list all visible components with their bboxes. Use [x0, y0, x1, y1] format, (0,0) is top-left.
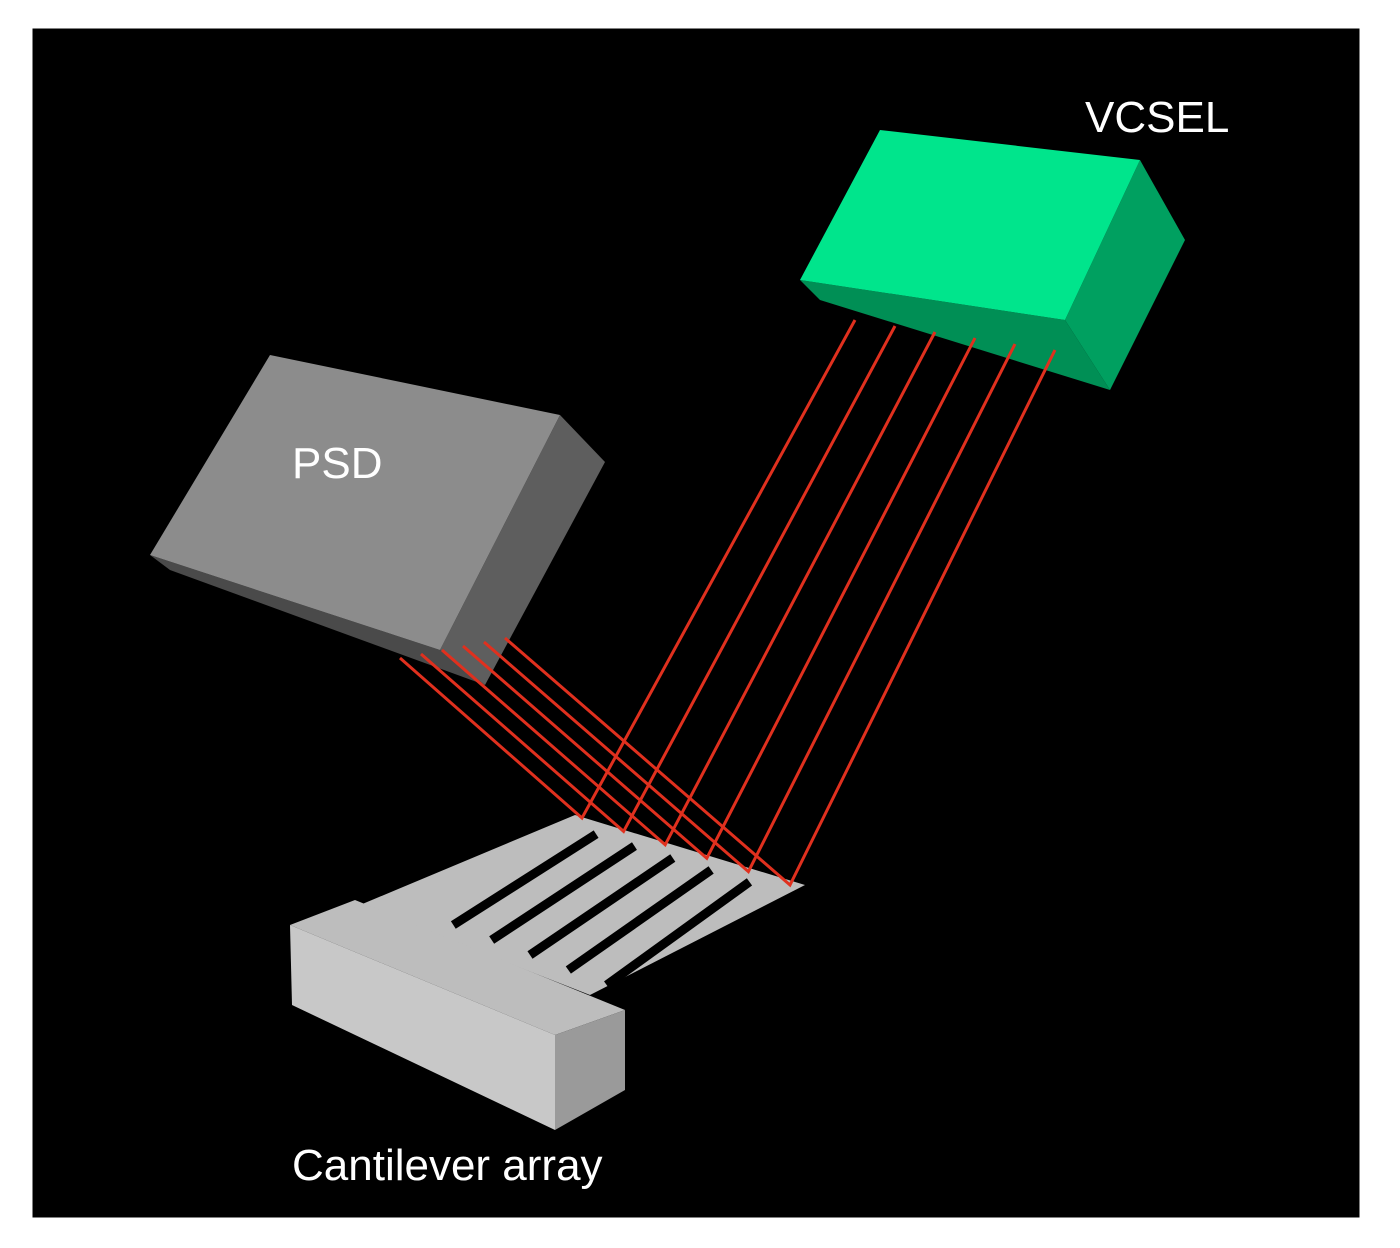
cantilever-gap [604, 878, 753, 989]
vcsel-bottom-face [800, 280, 1110, 390]
laser-beams [399, 319, 1057, 888]
cantilever-gap [450, 830, 599, 929]
cantilever-gap [527, 854, 676, 959]
psd-side-face [440, 415, 605, 685]
laser-beam [420, 325, 897, 834]
cantilever-array [290, 815, 805, 1130]
cantilever-base-side [555, 1010, 625, 1130]
cantilever-plane [360, 815, 805, 995]
psd-bottom-face [150, 555, 485, 685]
psd-detector [150, 355, 605, 685]
psd-label: PSD [292, 439, 382, 488]
psd-front-face [150, 355, 560, 650]
laser-beam [483, 343, 1017, 874]
cantilever-gaps [450, 830, 753, 989]
cantilever-gap [565, 866, 714, 974]
laser-beam [399, 319, 857, 821]
laser-beam [504, 349, 1057, 888]
cantilever-base-front [290, 925, 555, 1130]
laser-beam [441, 331, 937, 848]
cantilever-gap [489, 842, 637, 944]
vcsel-side-face [1065, 160, 1185, 390]
cantilever-base-top [290, 900, 625, 1035]
laser-beam [462, 337, 977, 861]
cantilever-label: Cantilever array [292, 1141, 603, 1190]
vcsel-front-face [800, 130, 1140, 320]
vcsel-label: VCSEL [1085, 93, 1229, 142]
vcsel-source [800, 130, 1185, 390]
